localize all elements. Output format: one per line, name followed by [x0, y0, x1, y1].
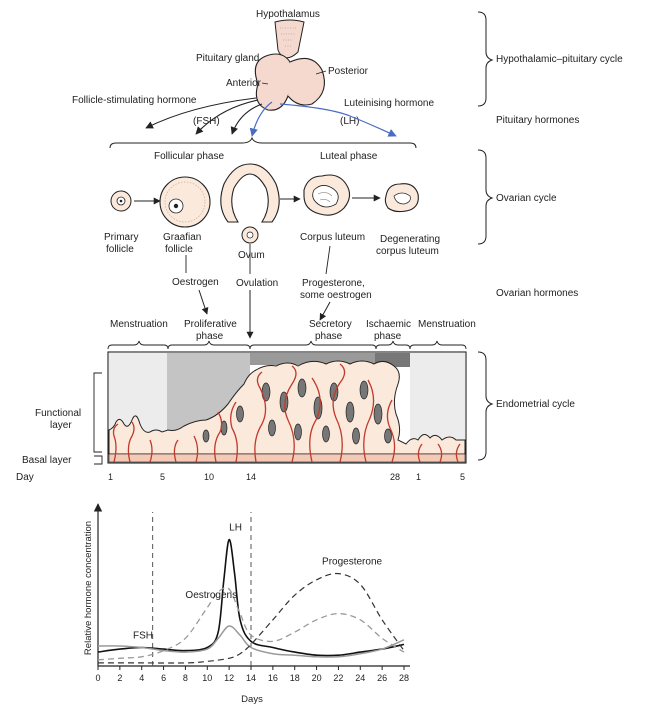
- x-tick-label: 2: [117, 673, 122, 683]
- side-brackets: [477, 11, 494, 461]
- ischaemic-label-2: phase: [374, 331, 402, 342]
- pituitary-hormones-label: Pituitary hormones: [496, 115, 579, 126]
- corpus-luteum: [303, 174, 351, 216]
- x-tick-label: 0: [95, 673, 100, 683]
- graafian-follicle-label-1: Graafian: [163, 232, 201, 243]
- secretory-label-2: phase: [315, 331, 343, 342]
- ovum-label: Ovum: [238, 250, 265, 261]
- degenerating-label-2: corpus luteum: [376, 246, 439, 257]
- lh-long-label: Luteinising hormone: [344, 98, 434, 109]
- ischaemic-label-1: Ischaemic: [366, 319, 411, 330]
- y-axis-label: Relative hormone concentration: [83, 521, 94, 655]
- lh-short-label: (LH): [340, 116, 359, 127]
- hypothalamus-label: Hypothalamus: [256, 9, 320, 20]
- primary-follicle-label-1: Primary: [104, 232, 138, 243]
- series-lh-line: [97, 538, 405, 657]
- day-tick-5: 5: [160, 472, 165, 482]
- luteal-phase-label: Luteal phase: [320, 151, 378, 162]
- degenerating-label-1: Degenerating: [380, 234, 440, 245]
- functional-layer-label-2: layer: [50, 420, 72, 431]
- primary-follicle-label-2: follicle: [106, 244, 134, 255]
- proliferative-label-1: Proliferative: [184, 319, 237, 330]
- x-tick-label: 24: [355, 673, 365, 683]
- secretory-label-1: Secretory: [309, 319, 352, 330]
- progesterone-label-2: some oestrogen: [300, 290, 372, 301]
- ovarian-hormones-label: Ovarian hormones: [496, 288, 578, 299]
- x-tick-label: 18: [290, 673, 300, 683]
- chart-axes: [93, 503, 410, 667]
- corpus-luteum-label: Corpus luteum: [300, 232, 365, 243]
- proliferative-label-2: phase: [196, 331, 224, 342]
- lh-arrows: [249, 101, 397, 137]
- x-tick-label: 26: [377, 673, 387, 683]
- x-tick-label: 28: [399, 673, 409, 683]
- day-axis-label: Day: [16, 472, 34, 483]
- annotation-oestrogens: Oestrogens: [185, 590, 237, 601]
- series-oestrogens-line: [97, 586, 405, 661]
- hypothalamic-pituitary-cycle-label: Hypothalamic–pituitary cycle: [496, 54, 623, 65]
- day-tick-1b: 1: [416, 472, 421, 482]
- chart-series: [97, 538, 405, 664]
- x-tick-label: 10: [202, 673, 212, 683]
- oestrogen-label: Oestrogen: [172, 277, 219, 288]
- day-tick-28: 28: [390, 472, 400, 482]
- x-tick-label: 12: [224, 673, 234, 683]
- x-tick-label: 22: [333, 673, 343, 683]
- day-tick-14: 14: [246, 472, 256, 482]
- endometrium-illustration: [107, 351, 467, 464]
- phase-braces: [107, 340, 467, 350]
- ovarian-cycle-label: Ovarian cycle: [496, 193, 557, 204]
- menstruation-label-1: Menstruation: [110, 319, 168, 330]
- primary-follicle: [110, 190, 132, 212]
- endometrial-cycle-label: Endometrial cycle: [496, 399, 575, 410]
- series-progesterone-line: [98, 572, 405, 664]
- fsh-arrows: [145, 97, 263, 135]
- layer-bracket: [93, 372, 103, 465]
- x-tick-label: 16: [268, 673, 278, 683]
- day-tick-10: 10: [204, 472, 214, 482]
- annotation-fsh: FSH: [133, 630, 153, 641]
- menstruation-label-2: Menstruation: [418, 319, 476, 330]
- degenerating-corpus-luteum: [384, 183, 419, 213]
- x-tick-label: 20: [312, 673, 322, 683]
- follicular-luteal-brace: [109, 136, 417, 149]
- x-tick-label: 8: [183, 673, 188, 683]
- fsh-short-label: (FSH): [193, 116, 220, 127]
- chart-reference-lines: [152, 512, 252, 666]
- x-axis-label: Days: [241, 694, 263, 705]
- annotation-lh: LH: [229, 522, 242, 533]
- x-tick-label: 4: [139, 673, 144, 683]
- annotation-progesterone: Progesterone: [322, 556, 382, 567]
- functional-layer-label-1: Functional: [35, 408, 81, 419]
- anterior-label: Anterior: [226, 78, 262, 89]
- pituitary-gland-label: Pituitary gland: [196, 53, 259, 64]
- day-tick-5b: 5: [460, 472, 465, 482]
- graafian-follicle-label-2: follicle: [165, 244, 193, 255]
- posterior-label: Posterior: [328, 66, 369, 77]
- series-fsh-line: [97, 625, 405, 658]
- fsh-long-label: Follicle-stimulating hormone: [72, 95, 197, 106]
- x-tick-label: 6: [161, 673, 166, 683]
- day-tick-1: 1: [108, 472, 113, 482]
- ovulation-label: Ovulation: [236, 278, 278, 289]
- pituitary-gland-illustration: [254, 19, 325, 111]
- graafian-follicle: [159, 176, 211, 228]
- basal-layer-label: Basal layer: [22, 455, 72, 466]
- follicular-phase-label: Follicular phase: [154, 151, 224, 162]
- progesterone-label-1: Progesterone,: [302, 278, 365, 289]
- x-tick-label: 14: [246, 673, 256, 683]
- ovum-release: [220, 163, 280, 244]
